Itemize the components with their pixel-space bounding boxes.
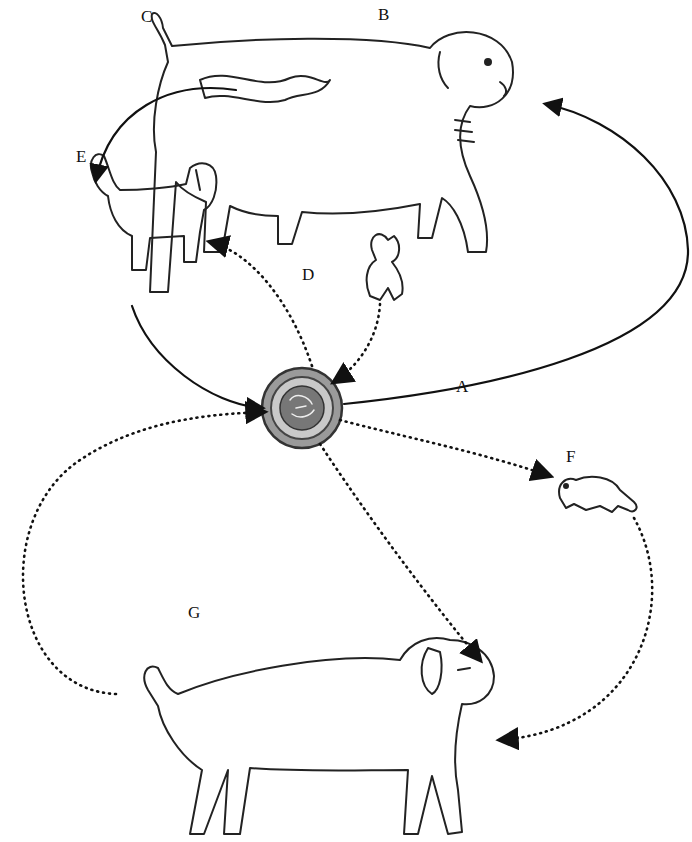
part-letter: G	[188, 603, 200, 622]
hydatid-cyst	[262, 368, 342, 448]
part-letter: A	[456, 378, 468, 396]
transmission-arrow	[96, 88, 688, 408]
part-letter: C	[141, 7, 152, 26]
host-animal	[144, 638, 494, 834]
part-letter: E	[76, 147, 86, 166]
part-letter: B	[378, 5, 389, 24]
part-letter: A	[456, 377, 468, 396]
part-letter: F	[566, 447, 575, 466]
part-letter: C	[141, 8, 152, 26]
transmission-arrow	[23, 242, 652, 740]
part-letter: B	[378, 6, 389, 24]
part-letter: G	[188, 604, 200, 622]
part-letter: D	[302, 266, 314, 284]
part-letter: E	[76, 148, 86, 166]
part-letter: D	[302, 265, 314, 284]
host-animal	[559, 477, 636, 512]
host-animal	[150, 13, 513, 292]
host-animal	[367, 234, 403, 300]
host-animal	[91, 154, 216, 270]
part-letter: F	[566, 448, 575, 466]
